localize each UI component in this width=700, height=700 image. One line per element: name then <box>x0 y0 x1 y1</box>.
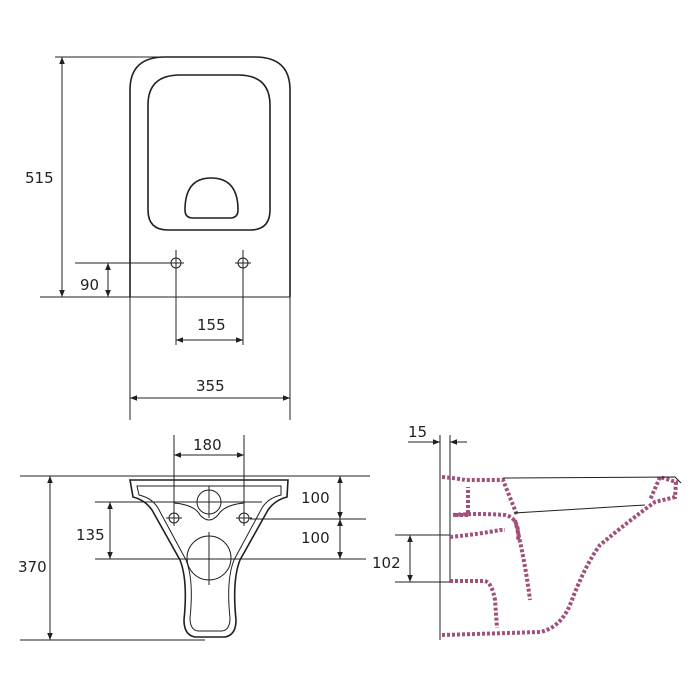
section-hatch <box>441 474 679 637</box>
front-outline <box>129 479 289 638</box>
dim-upper-offset-label: 100 <box>301 489 330 507</box>
dim-height-label: 515 <box>25 169 54 187</box>
top-outline <box>129 56 291 297</box>
dim-hole-spacing-label: 155 <box>197 316 226 334</box>
bolt-hole-right <box>236 435 252 526</box>
dim-lower-offset-label: 100 <box>301 529 330 547</box>
dim-width-label: 355 <box>196 377 225 395</box>
front-view: 180 100 100 135 370 <box>18 435 370 641</box>
side-section-view: 15 102 <box>372 423 682 640</box>
seat-outline <box>147 74 271 231</box>
bolt-hole-left <box>166 435 182 526</box>
dim-outlet-offset-label: 102 <box>372 554 401 572</box>
dim-hole-height-label: 90 <box>80 276 99 294</box>
dim-total-height-label: 370 <box>18 558 47 576</box>
top-view: 515 90 155 355 <box>25 56 291 420</box>
dim-bolt-spacing-label: 180 <box>193 436 222 454</box>
seat-opening <box>184 177 239 219</box>
dim-wall-gap-label: 15 <box>408 423 427 441</box>
dim-inlet-offset-label: 135 <box>76 526 105 544</box>
